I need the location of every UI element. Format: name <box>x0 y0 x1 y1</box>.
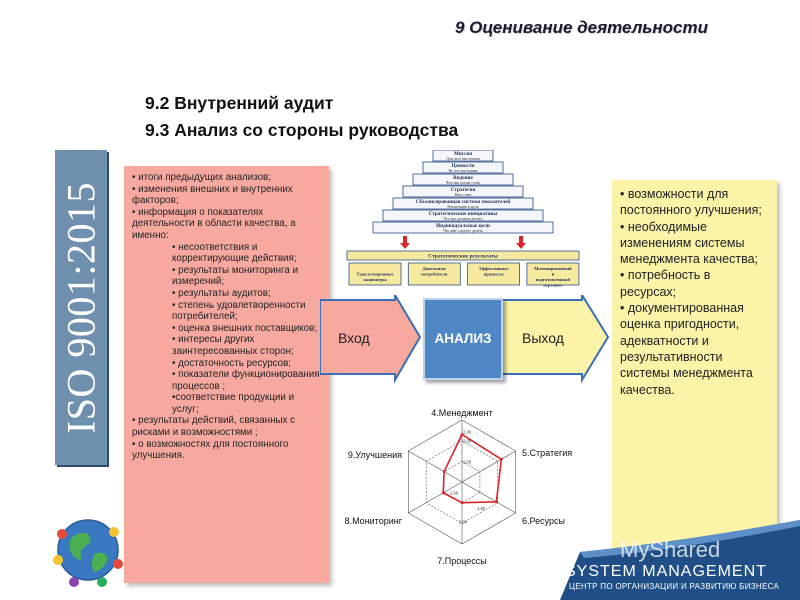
result-box <box>467 262 520 286</box>
down-arrow-icon <box>403 236 407 243</box>
radar-chart: 1,00 2,00 2,30 1,00 2,00 1,92 4.Менеджмент 5.Ст… <box>345 408 572 566</box>
radar-tick-label: 1,00 <box>450 491 459 496</box>
down-arrow-icon <box>516 243 526 249</box>
pyramid-tier-subtitle: Реализация и цель <box>447 204 478 209</box>
radar-point <box>441 491 445 495</box>
radar-tick-label: 1,92 <box>477 506 486 511</box>
radar-point <box>494 500 498 504</box>
pyramid-tier-title: Видение <box>453 175 473 181</box>
output-item: • необходимые изменениям системы менеджм… <box>620 219 759 267</box>
pyramid-tier-subtitle: Чем мы хотим стать <box>446 180 480 185</box>
pyramid-tier-title: Стратегия <box>451 187 476 193</box>
footer-brand: SYSTEM MANAGEMENT <box>565 563 767 580</box>
pyramid-tier-title: Сбалансированная система показателей <box>416 198 511 205</box>
radar-point <box>442 470 446 474</box>
radar-point <box>460 501 464 505</box>
input-item: • результаты действий, связанных с риска… <box>132 415 296 439</box>
radar-axis-label: 8.Мониторинг <box>345 516 403 526</box>
result-box <box>407 262 461 286</box>
radar-tick-label: 2,30 <box>463 429 472 434</box>
radar-axis-label: 5.Стратегия <box>522 448 572 458</box>
analysis-box: АНАЛИЗ <box>423 298 503 380</box>
pyramid-tier-subtitle: Наш план <box>455 192 473 197</box>
radar-axis-label: 6.Ресурсы <box>522 516 565 526</box>
iso-banner: ISO 9001:2015 <box>55 150 107 465</box>
iso-banner-text: ISO 9001:2015 <box>58 181 104 434</box>
input-item: • информация о показателях деятельности … <box>132 206 296 241</box>
radar-point <box>499 457 503 461</box>
pyramid-tier-title: Миссия <box>454 151 472 157</box>
outputs-box: • возможности для постоянного улучшения;… <box>612 180 777 548</box>
output-item: • возможности для постоянного улучшения; <box>620 187 762 218</box>
slide-title: 9 Оценивание деятельности <box>455 18 708 37</box>
inputs-box: • итоги предыдущих анализов;• изменения … <box>124 166 329 583</box>
output-item: • документированная оценка пригодности, … <box>620 301 753 397</box>
pyramid-tier-title: Индивидуальные цели <box>436 223 490 229</box>
heading-internal-audit: 9.2 Внутренний аудит <box>145 93 334 113</box>
down-arrow-icon <box>400 243 410 249</box>
flow-arrows <box>320 295 610 384</box>
results-bar <box>346 250 580 261</box>
pyramid-tier-subtitle: Что мы должны делать <box>443 216 482 221</box>
radar-spoke <box>461 481 516 514</box>
radar-spoke <box>408 450 463 483</box>
radar-point <box>460 433 464 436</box>
input-item: • итоги предыдущих анализов; <box>132 172 271 183</box>
radar-spoke <box>461 450 516 483</box>
radar-tick-label: 1,00 <box>463 459 472 464</box>
input-arrow-label: Вход <box>338 330 370 346</box>
output-item: • потребность в ресурсах; <box>620 268 711 299</box>
input-item: •соответствие продукции и услуг; <box>172 392 295 415</box>
radar-spoke <box>408 481 463 514</box>
globe-icon <box>53 519 123 587</box>
result-box <box>348 262 402 286</box>
pyramid-tier-subtitle: Для чего мы нужны <box>446 156 480 161</box>
results-title: Стратегические результаты <box>428 254 498 260</box>
input-item: • интересы других заинтересованных сторо… <box>172 334 294 357</box>
footer-band <box>560 520 800 600</box>
radar-axis-label: 7.Процессы <box>437 556 487 566</box>
input-item: • результаты мониторинга и измерений; <box>172 264 299 288</box>
input-item: • степень удовлетворенности потребителей… <box>172 299 306 323</box>
input-item: • показатели функционирования процессов … <box>172 369 320 392</box>
radar-axis-label: 9.Улучшения <box>348 450 402 460</box>
result-box <box>526 262 580 286</box>
watermark: MyShared <box>620 537 721 562</box>
pyramid-tier-title: Стратегические инициативы <box>429 211 498 217</box>
down-arrow-icon <box>519 236 523 243</box>
input-item: • о возможностях для постоянного улучшен… <box>132 438 289 462</box>
input-item: • изменения внешних и внутренних факторо… <box>132 183 293 207</box>
input-item: • оценка внешних поставщиков; <box>172 322 318 334</box>
output-arrow <box>501 295 610 384</box>
radar-tick-label: 2,00 <box>459 519 468 524</box>
input-item: • достаточность ресурсов; <box>172 357 292 369</box>
pyramid-tier: Сбалансированная система показателейРеал… <box>392 197 534 210</box>
footer-tagline: ЦЕНТР ПО ОРГАНИЗАЦИИ И РАЗВИТИЮ БИЗНЕСА <box>569 582 780 591</box>
output-arrow-label: Выход <box>522 330 564 346</box>
pyramid-tier-subtitle: Что мне следует делать <box>443 228 483 233</box>
radar-axis-label: 4.Менеджмент <box>431 408 492 418</box>
input-item: • результаты аудитов; <box>172 287 271 299</box>
heading-management-review: 9.3 Анализ со стороны руководства <box>145 120 459 140</box>
pyramid-tier-title: Ценности <box>452 163 475 169</box>
radar-tick-label: 2,00 <box>463 439 472 444</box>
pyramid-tier-subtitle: Во что мы верим <box>449 168 478 173</box>
input-arrow <box>320 295 422 384</box>
analysis-label: АНАЛИЗ <box>434 331 492 346</box>
input-item: • несоответствия и корректирующие действ… <box>172 241 297 265</box>
